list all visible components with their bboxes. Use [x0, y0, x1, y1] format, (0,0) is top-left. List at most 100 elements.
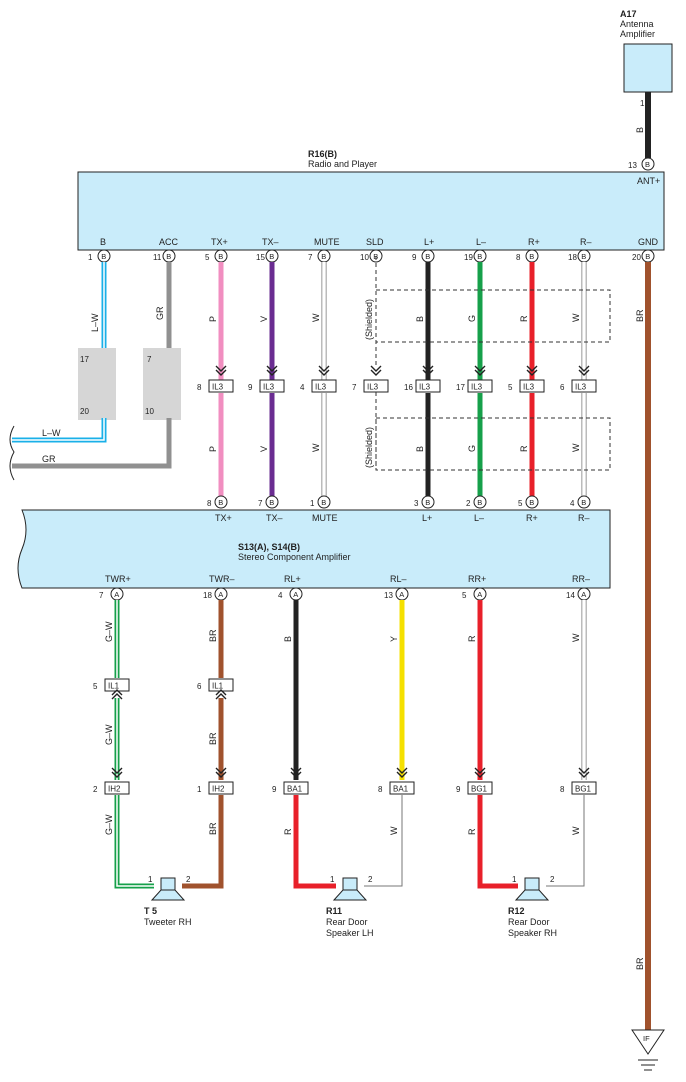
out-wire-label-b-0: G–W	[104, 724, 114, 745]
radio-pin-num-4: 7	[308, 253, 313, 262]
amp-bottom-pin-label-5: RR–	[572, 574, 590, 584]
il3-tag-0-pin: 8	[197, 383, 202, 392]
amp-top-pin-label-2: MUTE	[312, 513, 338, 523]
amp-bottom-pin-num-0: 7	[99, 591, 104, 600]
radio-connector-10-letter: B	[645, 252, 650, 261]
spk-right-label-0: BR	[208, 822, 218, 835]
ground-triangle-icon	[631, 1029, 665, 1055]
amp-bottom-pin-label-2: RL+	[284, 574, 301, 584]
il3-tag-4-box	[415, 379, 441, 393]
speaker-name1-2: Rear Door	[508, 917, 550, 927]
junction-blocks: 17 20 7 10	[78, 348, 181, 420]
left-break-mark	[9, 425, 15, 481]
spk-right-label-1: W	[389, 826, 399, 835]
radio-pin-num-5: 10	[360, 253, 369, 262]
radio-wires: L–WGR4C4C3A3APP8IL3VV9IL3WW4IL37IL3BB16I…	[90, 262, 597, 500]
amp-top-connector-1	[265, 495, 279, 509]
amp-top-pin-num-2: 1	[310, 499, 315, 508]
sig-wire-label-lower-7: W	[571, 443, 581, 452]
wire-b-label: L–W	[90, 313, 100, 332]
amp-top-pin-num-4: 2	[466, 499, 471, 508]
radio-pin-num-2: 5	[205, 253, 210, 262]
stereo-amplifier: S13(A), S14(B) Stereo Component Amplifie…	[17, 495, 611, 601]
amp-top-connector-2	[317, 495, 331, 509]
out-tag-2-pin: 9	[272, 785, 277, 794]
spk-right-wire-2	[546, 795, 585, 887]
gnd-wire-label-bottom: BR	[635, 957, 645, 970]
amp-box	[17, 509, 611, 589]
speaker-name1-0: Tweeter RH	[144, 917, 192, 927]
spk-left-wire-0	[114, 795, 154, 889]
spk-right-label-2: W	[571, 826, 581, 835]
il3-tag-6-code: IL3	[523, 383, 535, 392]
amp-bottom-pin-num-4: 5	[462, 591, 467, 600]
antenna-name-1: Antenna	[620, 19, 654, 29]
sig-wire-label-upper-0: P	[208, 316, 218, 322]
j1-top-pin: 17	[80, 355, 89, 364]
out-tag-1-code: IH2	[212, 785, 225, 794]
il3-tag-4-code: IL3	[419, 383, 431, 392]
radio-connector-8-letter: B	[529, 252, 534, 261]
radio-pin-label-6: L+	[424, 237, 434, 247]
speaker-cone-icon-1	[332, 889, 368, 901]
out-tag-5-pin: 8	[560, 785, 565, 794]
amp-top-connector-1-letter: B	[269, 498, 274, 507]
amp-bottom-connector-2-letter: A	[293, 590, 298, 599]
antenna-name-2: Amplifier	[620, 29, 655, 39]
out-wire-label-a-1: BR	[208, 629, 218, 642]
radio-ant-pin: 13	[628, 161, 637, 170]
speaker-pin1-2: 1	[512, 875, 517, 884]
il3-tag-7-pin: 6	[560, 383, 565, 392]
amp-top-connector-0	[214, 495, 228, 509]
amp-top-pin-label-4: L–	[474, 513, 484, 523]
left-wire-lw-label: L–W	[42, 428, 61, 438]
sig-wire-label-lower-6: R	[519, 445, 529, 452]
antenna-pin: 1	[640, 99, 645, 108]
radio-ant-connector-letter: B	[645, 160, 650, 169]
speaker-name2-1: Speaker LH	[326, 928, 374, 938]
out-chevron-1	[215, 767, 227, 778]
amp-name: Stereo Component Amplifier	[238, 552, 351, 562]
amp-top-pin-label-6: R–	[578, 513, 590, 523]
speaker-pin1-0: 1	[148, 875, 153, 884]
il3-tag-3-code: IL3	[367, 383, 379, 392]
out-wire-label-a-2: B	[283, 636, 293, 642]
out-wire-label-a-3: Y	[389, 636, 399, 642]
il3-chevron-0	[215, 365, 227, 376]
radio-connector-9-letter: B	[581, 252, 586, 261]
amp-bottom-pin-num-5: 14	[566, 591, 575, 600]
left-wires: L–W GR	[9, 418, 172, 481]
il3-tag-6-pin: 5	[508, 383, 513, 392]
sig-wire-label-lower-0: P	[208, 446, 218, 452]
il1-tag-0-code: IL1	[108, 682, 120, 691]
il3-chevron-2	[318, 365, 330, 376]
il1-tag-0-pin: 5	[93, 682, 98, 691]
il3-tag-1-box	[259, 379, 285, 393]
il3-chevron-7	[578, 365, 590, 376]
out-tag-4-box	[467, 781, 493, 795]
out-tag-1-pin: 1	[197, 785, 202, 794]
il3-tag-3-pin: 7	[352, 383, 357, 392]
il3-tag-5-pin: 17	[456, 383, 465, 392]
ground: BR BR IF	[631, 262, 665, 1071]
radio-ant-term: ANT+	[637, 176, 660, 186]
il3-chevron-5	[474, 365, 486, 376]
radio-pin-label-10: GND	[638, 237, 659, 247]
speaker-code-0: T 5	[144, 906, 157, 916]
radio-pin-label-3: TX–	[262, 237, 279, 247]
il3-tag-5-code: IL3	[471, 383, 483, 392]
il1-tag-1-pin: 6	[197, 682, 202, 691]
amp-bottom-connector-1-letter: A	[218, 590, 223, 599]
amp-top-connector-0-letter: B	[218, 498, 223, 507]
radio-pin-label-4: MUTE	[314, 237, 340, 247]
il3-tag-0-box	[208, 379, 234, 393]
antenna-code: A17	[620, 9, 637, 19]
antenna-amplifier: A17 Antenna Amplifier 1 B	[620, 9, 673, 158]
speaker-name2-2: Speaker RH	[508, 928, 557, 938]
speaker-code-2: R12	[508, 906, 525, 916]
radio-pin-num-3: 15	[256, 253, 265, 262]
radio-pin-num-9: 18	[568, 253, 577, 262]
radio-connector-6-letter: B	[425, 252, 430, 261]
